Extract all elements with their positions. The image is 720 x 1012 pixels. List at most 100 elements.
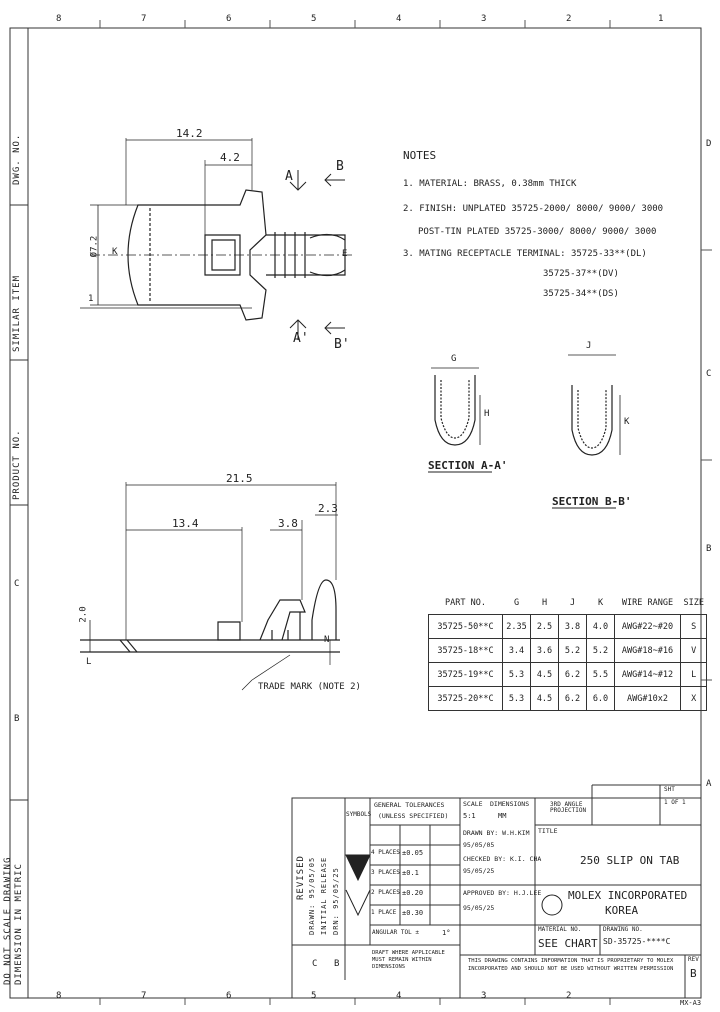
- right-zone-a: A: [706, 779, 712, 789]
- similar-item-label: SIMILAR ITEM: [12, 274, 22, 352]
- scale-label: SCALE: [463, 800, 483, 808]
- right-zone-b: B: [706, 544, 712, 554]
- approved-date: 95/05/25: [463, 904, 495, 912]
- cell: 6.0: [586, 686, 615, 711]
- bottom-zone-2: 2: [566, 991, 572, 1001]
- table-row: 35725-19**C 5.3 4.5 6.2 5.5 AWG#14~#12 L: [428, 662, 708, 687]
- angular-label: ANGULAR TOL ±: [372, 929, 419, 936]
- dim-14-2: 14.2: [176, 127, 203, 140]
- sec-a-g: G: [451, 354, 457, 364]
- revised-date: DRAWN: 95/05/05: [308, 856, 316, 935]
- table-row: 35725-20**C 5.3 4.5 6.2 6.0 AWG#10x2 X: [428, 686, 708, 711]
- col-part-no: PART NO.: [428, 591, 503, 615]
- general-tolerances: GENERAL TOLERANCES: [374, 801, 445, 809]
- sheet-value: 1 OF 1: [664, 799, 686, 806]
- cell: 5.2: [558, 638, 587, 663]
- cell: 35725-20**C: [428, 686, 503, 711]
- cell: 4.5: [530, 686, 559, 711]
- top-k-label: K: [112, 247, 118, 257]
- change-1: INITIAL RELEASE: [320, 856, 328, 935]
- top-zone-5: 5: [311, 14, 317, 24]
- cell: X: [679, 686, 708, 711]
- section-b-view: [568, 354, 621, 456]
- col-size: SIZE: [680, 591, 707, 615]
- side-n-label: N: [324, 635, 330, 645]
- trademark-label: TRADE MARK (NOTE 2): [258, 682, 361, 692]
- cell: 35725-18**C: [428, 638, 503, 663]
- top-zone-2: 2: [566, 14, 572, 24]
- col-j: J: [558, 591, 587, 615]
- cell: 4.5: [530, 662, 559, 687]
- cell: 6.2: [558, 686, 587, 711]
- disclaimer-metric: DIMENSION IN METRIC: [14, 863, 24, 985]
- unless-specified: (UNLESS SPECIFIED): [378, 812, 449, 820]
- checked-date: 95/05/25: [463, 867, 495, 875]
- tol-2-places: 2 PLACES: [371, 889, 400, 896]
- sec-b-j: J: [586, 341, 592, 351]
- cell: 3.6: [530, 638, 559, 663]
- drawing-no-label: DRAWING NO.: [603, 926, 643, 933]
- section-b2-marker: B': [334, 337, 350, 352]
- note-2a: 2. FINISH: UNPLATED 35725-2000/ 8000/ 90…: [403, 204, 664, 214]
- section-a-view: [431, 367, 481, 446]
- cell: L: [679, 662, 708, 687]
- table-row: 35725-50**C 2.35 2.5 3.8 4.0 AWG#22~#20 …: [428, 614, 708, 639]
- projection-symbol-icon: [345, 854, 371, 917]
- right-zone-d: D: [706, 139, 712, 149]
- left-zone-c: C: [14, 579, 20, 589]
- col-h: H: [530, 591, 559, 615]
- cell: 3.4: [502, 638, 531, 663]
- sec-a-h: H: [484, 409, 490, 419]
- top-zone-8: 8: [56, 14, 62, 24]
- part-table: PART NO. G H J K WIRE RANGE SIZE 35725-5…: [428, 591, 708, 711]
- rev-c: C: [312, 959, 318, 969]
- title-block-frame: [291, 784, 702, 999]
- sec-b-k: K: [624, 417, 630, 427]
- revised-label: REVISED: [296, 855, 306, 900]
- cell: 4.0: [586, 614, 615, 639]
- table-row: 35725-18**C 3.4 3.6 5.2 5.2 AWG#18~#16 V: [428, 638, 708, 663]
- cell: 35725-19**C: [428, 662, 503, 687]
- drawing-title: 250 SLIP ON TAB: [580, 854, 680, 867]
- company-name: MOLEX INCORPORATED: [568, 889, 688, 902]
- top-mark-1: 1: [88, 294, 94, 304]
- dim-3-8: 3.8: [278, 517, 298, 530]
- bottom-zone-5: 5: [311, 991, 317, 1001]
- top-zone-7: 7: [141, 14, 147, 24]
- company-country: KOREA: [605, 904, 639, 917]
- cell: AWG#10x2: [614, 686, 681, 711]
- section-a-marker: A: [285, 169, 293, 184]
- symbols-label: SYMBOLS: [346, 811, 372, 818]
- drawn-by: DRAWN BY: W.H.KIM: [463, 829, 530, 837]
- cell: 3.8: [558, 614, 587, 639]
- top-mark-e: E: [342, 249, 348, 259]
- cell: V: [679, 638, 708, 663]
- cell: AWG#14~#12: [614, 662, 681, 687]
- side-view: [80, 482, 340, 691]
- cell: AWG#18~#16: [614, 638, 681, 663]
- cell: 5.5: [586, 662, 615, 687]
- dim-dia: Ø7.2: [89, 235, 100, 258]
- bottom-zone-4: 4: [396, 991, 402, 1001]
- cell: 2.5: [530, 614, 559, 639]
- section-a-label: SECTION A-A': [428, 459, 508, 472]
- approved-by: APPROVED BY: H.J.LEE: [463, 889, 542, 897]
- drawn-date: 95/05/05: [463, 841, 495, 849]
- tol-1-val: ±0.30: [402, 909, 424, 917]
- dim-2-0: 2.0: [78, 606, 89, 623]
- bottom-zone-6: 6: [226, 991, 232, 1001]
- left-zone-b: B: [14, 714, 20, 724]
- bottom-zone-8: 8: [56, 991, 62, 1001]
- col-g: G: [502, 591, 531, 615]
- note-1: 1. MATERIAL: BRASS, 0.38mm THICK: [403, 179, 577, 189]
- cell: 35725-50**C: [428, 614, 503, 639]
- part-table-header: PART NO. G H J K WIRE RANGE SIZE: [428, 591, 707, 615]
- section-b-label: SECTION B-B': [552, 495, 632, 508]
- note-2b: POST-TIN PLATED 35725-3000/ 8000/ 9000/ …: [418, 227, 657, 237]
- tol-4-places: 4 PLACES: [371, 849, 400, 856]
- dimensions-unit: MM: [498, 812, 507, 820]
- section-a2-marker: A': [293, 331, 309, 346]
- note-3c: 35725-34**(DS): [543, 289, 619, 299]
- tol-3-val: ±0.1: [402, 869, 419, 877]
- checked-by: CHECKED BY: K.I. CHA: [463, 855, 542, 863]
